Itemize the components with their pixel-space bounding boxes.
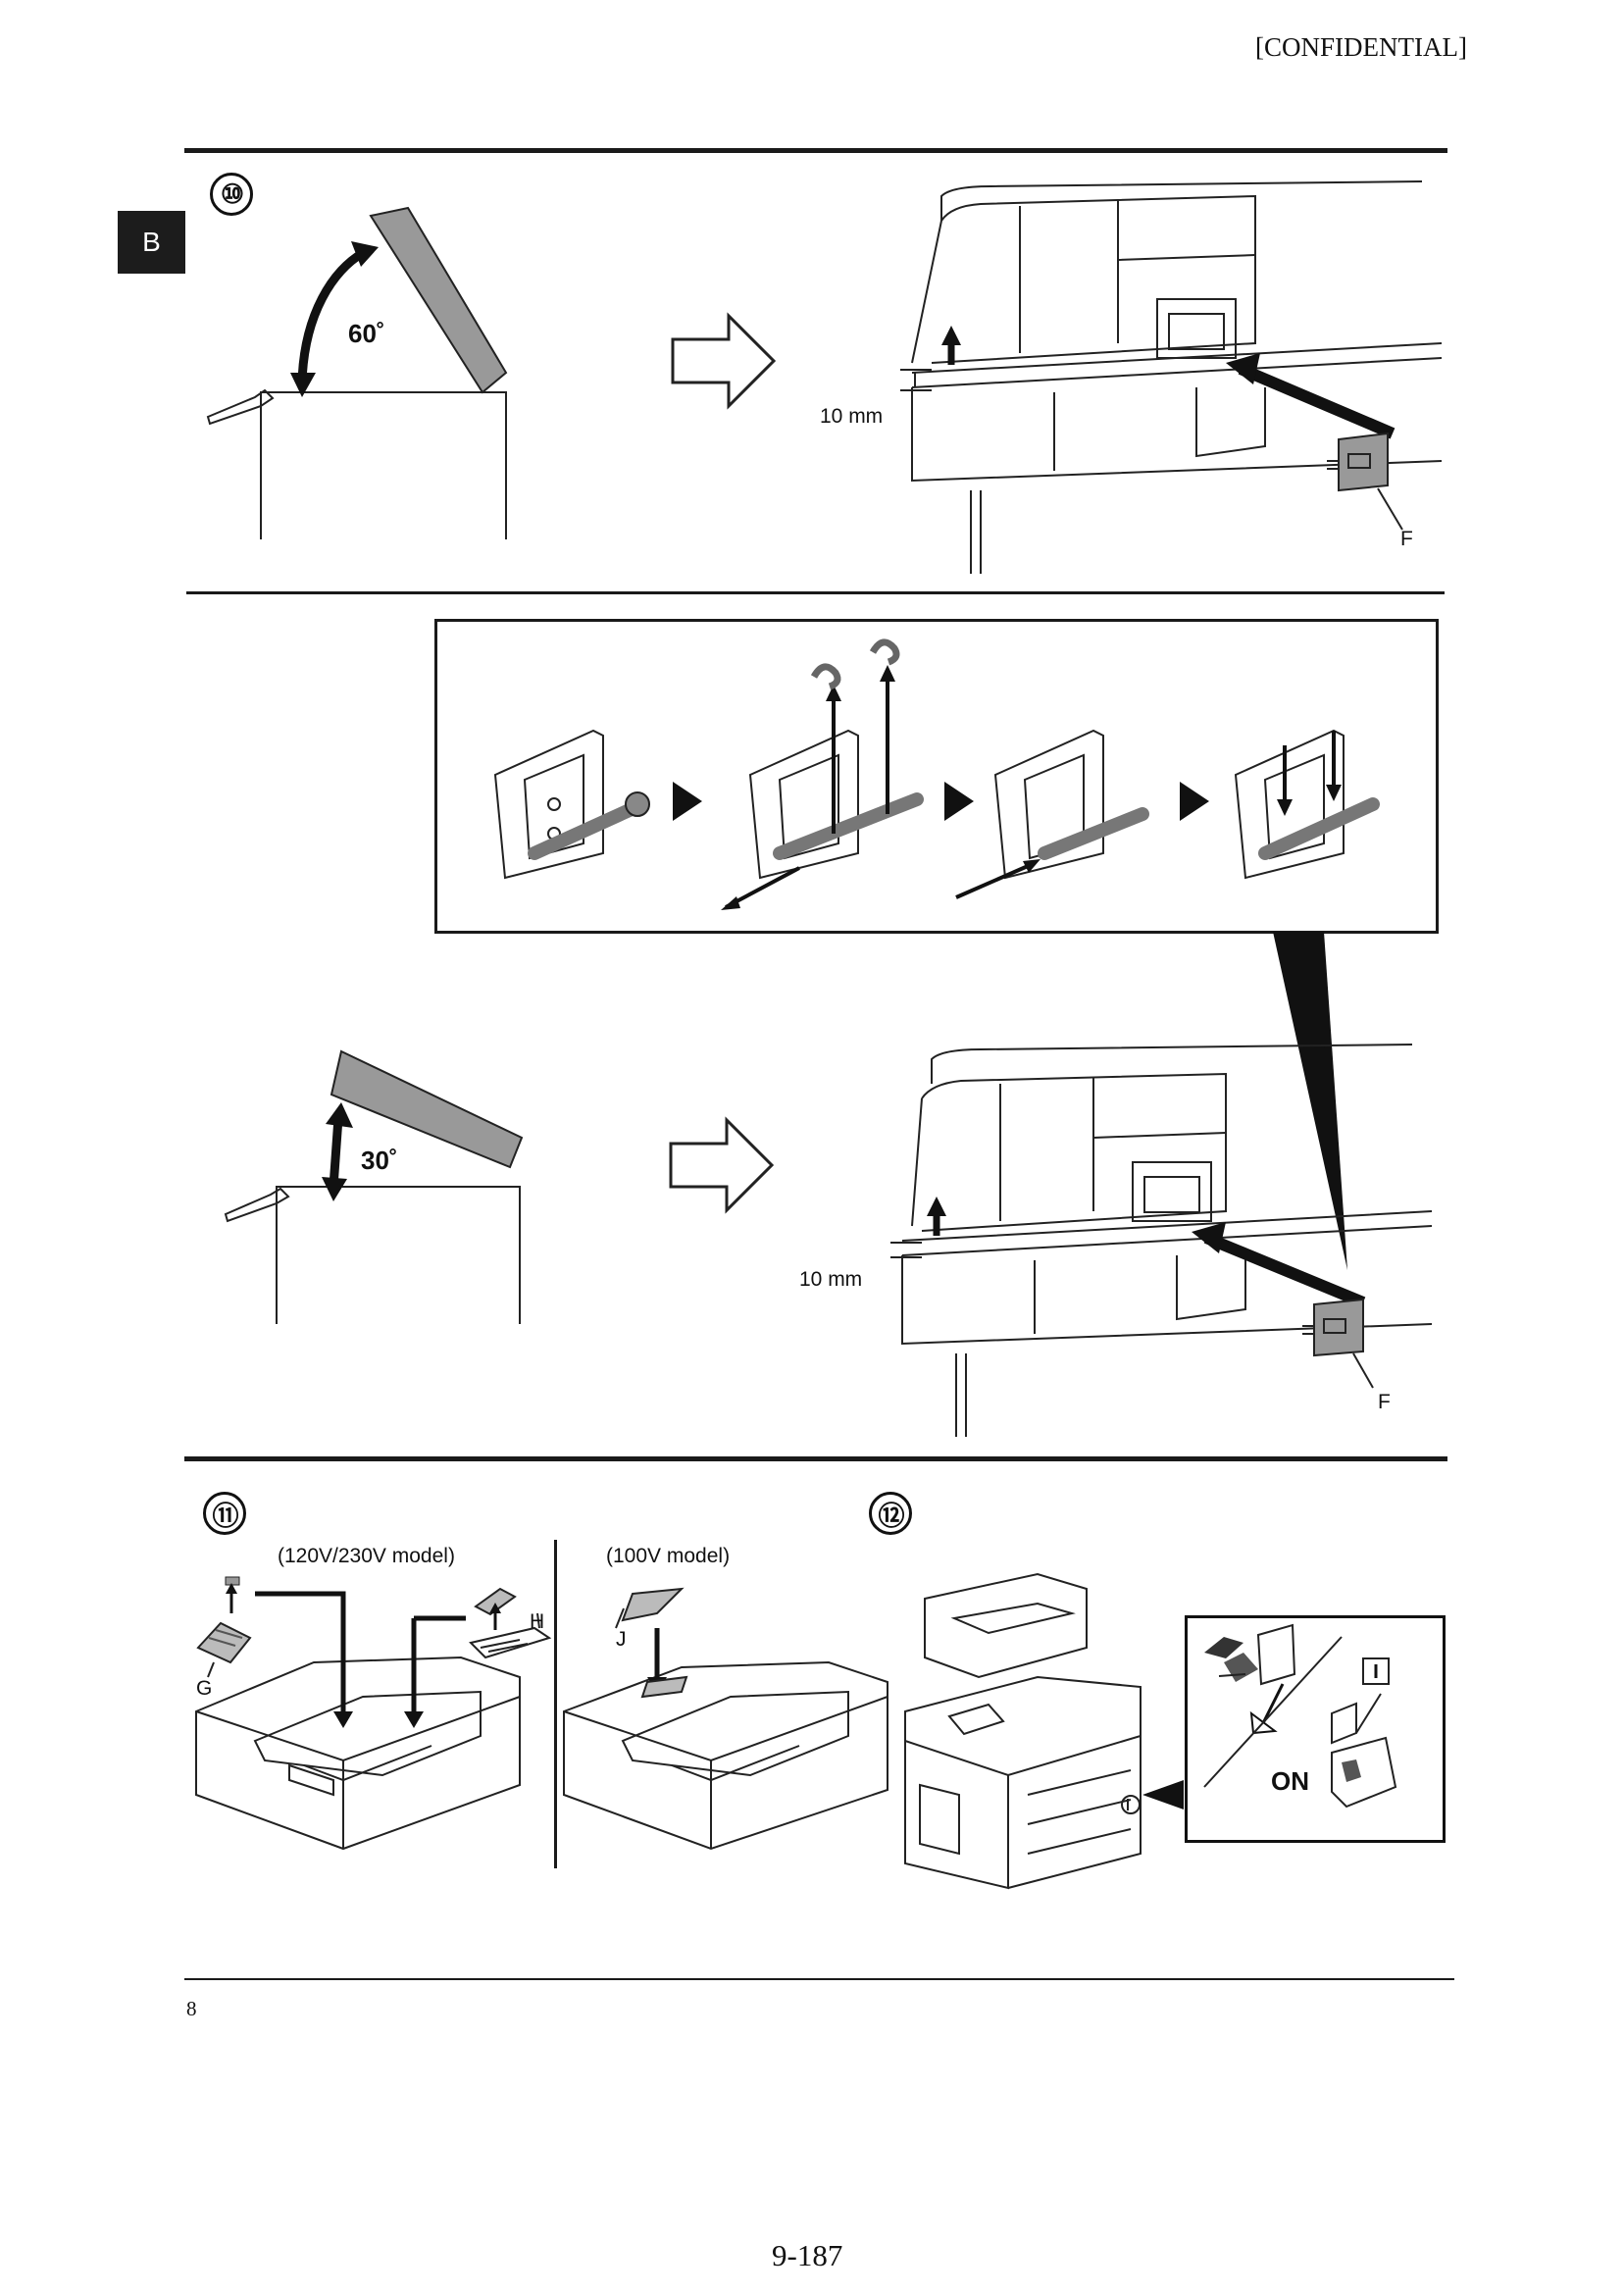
rule-top: [184, 148, 1447, 153]
callout-pointer: [1273, 932, 1347, 1270]
e-ring-sequence-box: [434, 619, 1439, 934]
sheet-page-number: 8: [186, 1997, 197, 2020]
switch-on-label: ON: [1271, 1766, 1309, 1796]
model-100v-label: (100V model): [606, 1545, 731, 1567]
label-j: J: [616, 1628, 627, 1651]
document-feeder-120v-230v-illustration: [195, 1576, 552, 1851]
bracket-step-3-illustration: [955, 729, 1149, 899]
pointer-triangle-icon: [1142, 1780, 1184, 1810]
page-number: 9-187: [772, 2238, 843, 2272]
rule-footer: [184, 1978, 1454, 1980]
cover-60-degree-illustration: [206, 206, 508, 539]
label-h: H: [530, 1610, 545, 1633]
angle-60-label: 60˚: [348, 319, 385, 348]
printer-machine-illustration: [904, 1572, 1142, 1890]
rule-vertical-step11: [554, 1540, 557, 1868]
model-120v-230v-label: (120V/230V model): [278, 1545, 455, 1567]
angle-30-label: 30˚: [361, 1146, 398, 1175]
machine-upper-illustration: [900, 180, 1443, 574]
machine-lower-illustration: [890, 1044, 1433, 1437]
part-f-lower-label: F: [1378, 1391, 1391, 1413]
power-switch-inset: [1185, 1615, 1446, 1843]
bracket-step-4-illustration: [1234, 729, 1380, 880]
triangle-next-icon-3: [1180, 782, 1209, 821]
arrow-right-icon-2: [669, 1116, 775, 1214]
gap-10mm-lower-label: 10 mm: [799, 1268, 863, 1291]
step-12-number: ⑫: [869, 1492, 912, 1535]
rule-mid1: [186, 591, 1445, 594]
part-f-upper-label: F: [1400, 528, 1413, 550]
cover-30-degree-illustration: [224, 1049, 524, 1324]
document-feeder-100v-illustration: [563, 1587, 888, 1851]
arrow-right-icon: [671, 312, 777, 410]
triangle-next-icon: [673, 782, 702, 821]
bracket-step-1-illustration: [493, 729, 650, 880]
label-g: G: [196, 1677, 213, 1700]
bracket-step-2-illustration: [721, 638, 924, 910]
rule-mid2: [184, 1456, 1447, 1461]
confidential-label: [CONFIDENTIAL]: [1255, 32, 1467, 62]
switch-symbol-label: I: [1371, 1659, 1377, 1685]
triangle-next-icon-2: [944, 782, 974, 821]
gap-10mm-upper-label: 10 mm: [820, 405, 884, 428]
section-tab: B: [118, 211, 185, 274]
step-10-number: ⑩: [210, 173, 253, 216]
step-11-number: ⑪: [203, 1492, 246, 1535]
